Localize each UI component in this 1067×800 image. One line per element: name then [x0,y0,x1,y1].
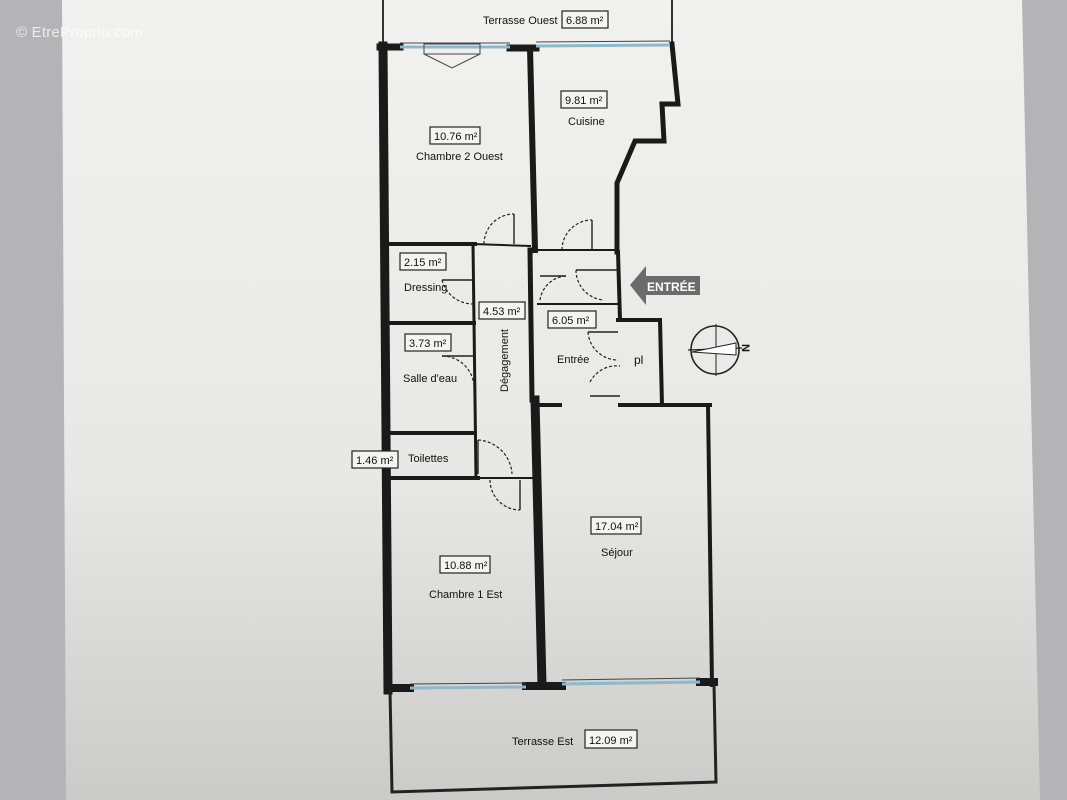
room-placard: pl [634,353,643,367]
compass-icon: N [687,324,751,376]
room-dressing: 2.15 m² Dressing [399,252,447,294]
area-box-sejour [590,516,642,535]
room-toilettes: 1.46 m² Toilettes [351,450,449,469]
area-toilettes: 1.46 m² [356,455,394,467]
entrance-arrow-icon [630,266,700,305]
area-sejour: 17.04 m² [595,521,639,533]
area-box-terrasse-ouest [561,10,609,29]
room-cuisine: 9.81 m² Cuisine [560,90,608,128]
room-name-terrasse-est: Terrasse Est [512,736,573,748]
area-degagement: 4.53 m² [483,306,521,318]
room-name-entree: Entrée [557,354,589,366]
area-salle-eau: 3.73 m² [409,338,447,350]
area-box-degagement [478,301,526,320]
area-box-toilettes [351,450,399,469]
room-name-toilettes: Toilettes [408,453,449,465]
room-name-cuisine: Cuisine [568,116,605,128]
area-dressing: 2.15 m² [404,257,442,269]
door-leaves [442,214,620,510]
room-entree: 6.05 m² Entrée [547,310,597,366]
area-box-dressing [399,252,447,271]
terrasse-ouest-outline [382,0,673,44]
room-name-salle-eau: Salle d'eau [403,373,457,385]
entrance-label: ENTRÉE [647,279,696,294]
room-sejour: 17.04 m² Séjour [590,516,642,559]
compass-north-label: N [739,344,751,352]
room-chambre-2-ouest: 10.76 m² Chambre 2 Ouest [416,126,503,163]
area-terrasse-ouest: 6.88 m² [566,15,604,27]
area-box-chambre-1 [439,555,491,574]
room-terrasse-ouest: Terrasse Ouest 6.88 m² [483,10,609,29]
area-chambre-1: 10.88 m² [444,560,488,572]
watermark-text: © EtreProprio.com [16,24,143,41]
room-salle-d-eau: 3.73 m² Salle d'eau [403,333,457,385]
room-name-degagement: Dégagement [499,329,511,392]
room-name-dressing: Dressing [404,282,447,294]
room-terrasse-est: Terrasse Est 12.09 m² [512,729,638,749]
area-box-entree [547,310,597,329]
area-box-cuisine [560,90,608,109]
area-box-salle-eau [404,333,452,352]
room-name-chambre-2: Chambre 2 Ouest [416,151,503,163]
room-name-chambre-1: Chambre 1 Est [429,589,502,601]
area-box-terrasse-est [584,729,638,749]
walls [376,41,718,695]
terrasse-est-outline [388,683,718,794]
windows [400,43,701,690]
window-frames [400,40,701,685]
entrance-marker: ENTRÉE [630,266,700,305]
area-box-chambre-2 [429,126,481,145]
area-chambre-2: 10.76 m² [434,131,478,143]
room-name-placard: pl [634,353,643,367]
room-degagement: 4.53 m² Dégagement [478,301,526,392]
area-cuisine: 9.81 m² [565,95,603,107]
room-name-terrasse-ouest: Terrasse Ouest [483,15,558,27]
area-terrasse-est: 12.09 m² [589,735,633,747]
area-entree: 6.05 m² [552,315,590,327]
room-chambre-1-est: 10.88 m² Chambre 1 Est [429,555,502,601]
room-name-sejour: Séjour [601,547,633,559]
